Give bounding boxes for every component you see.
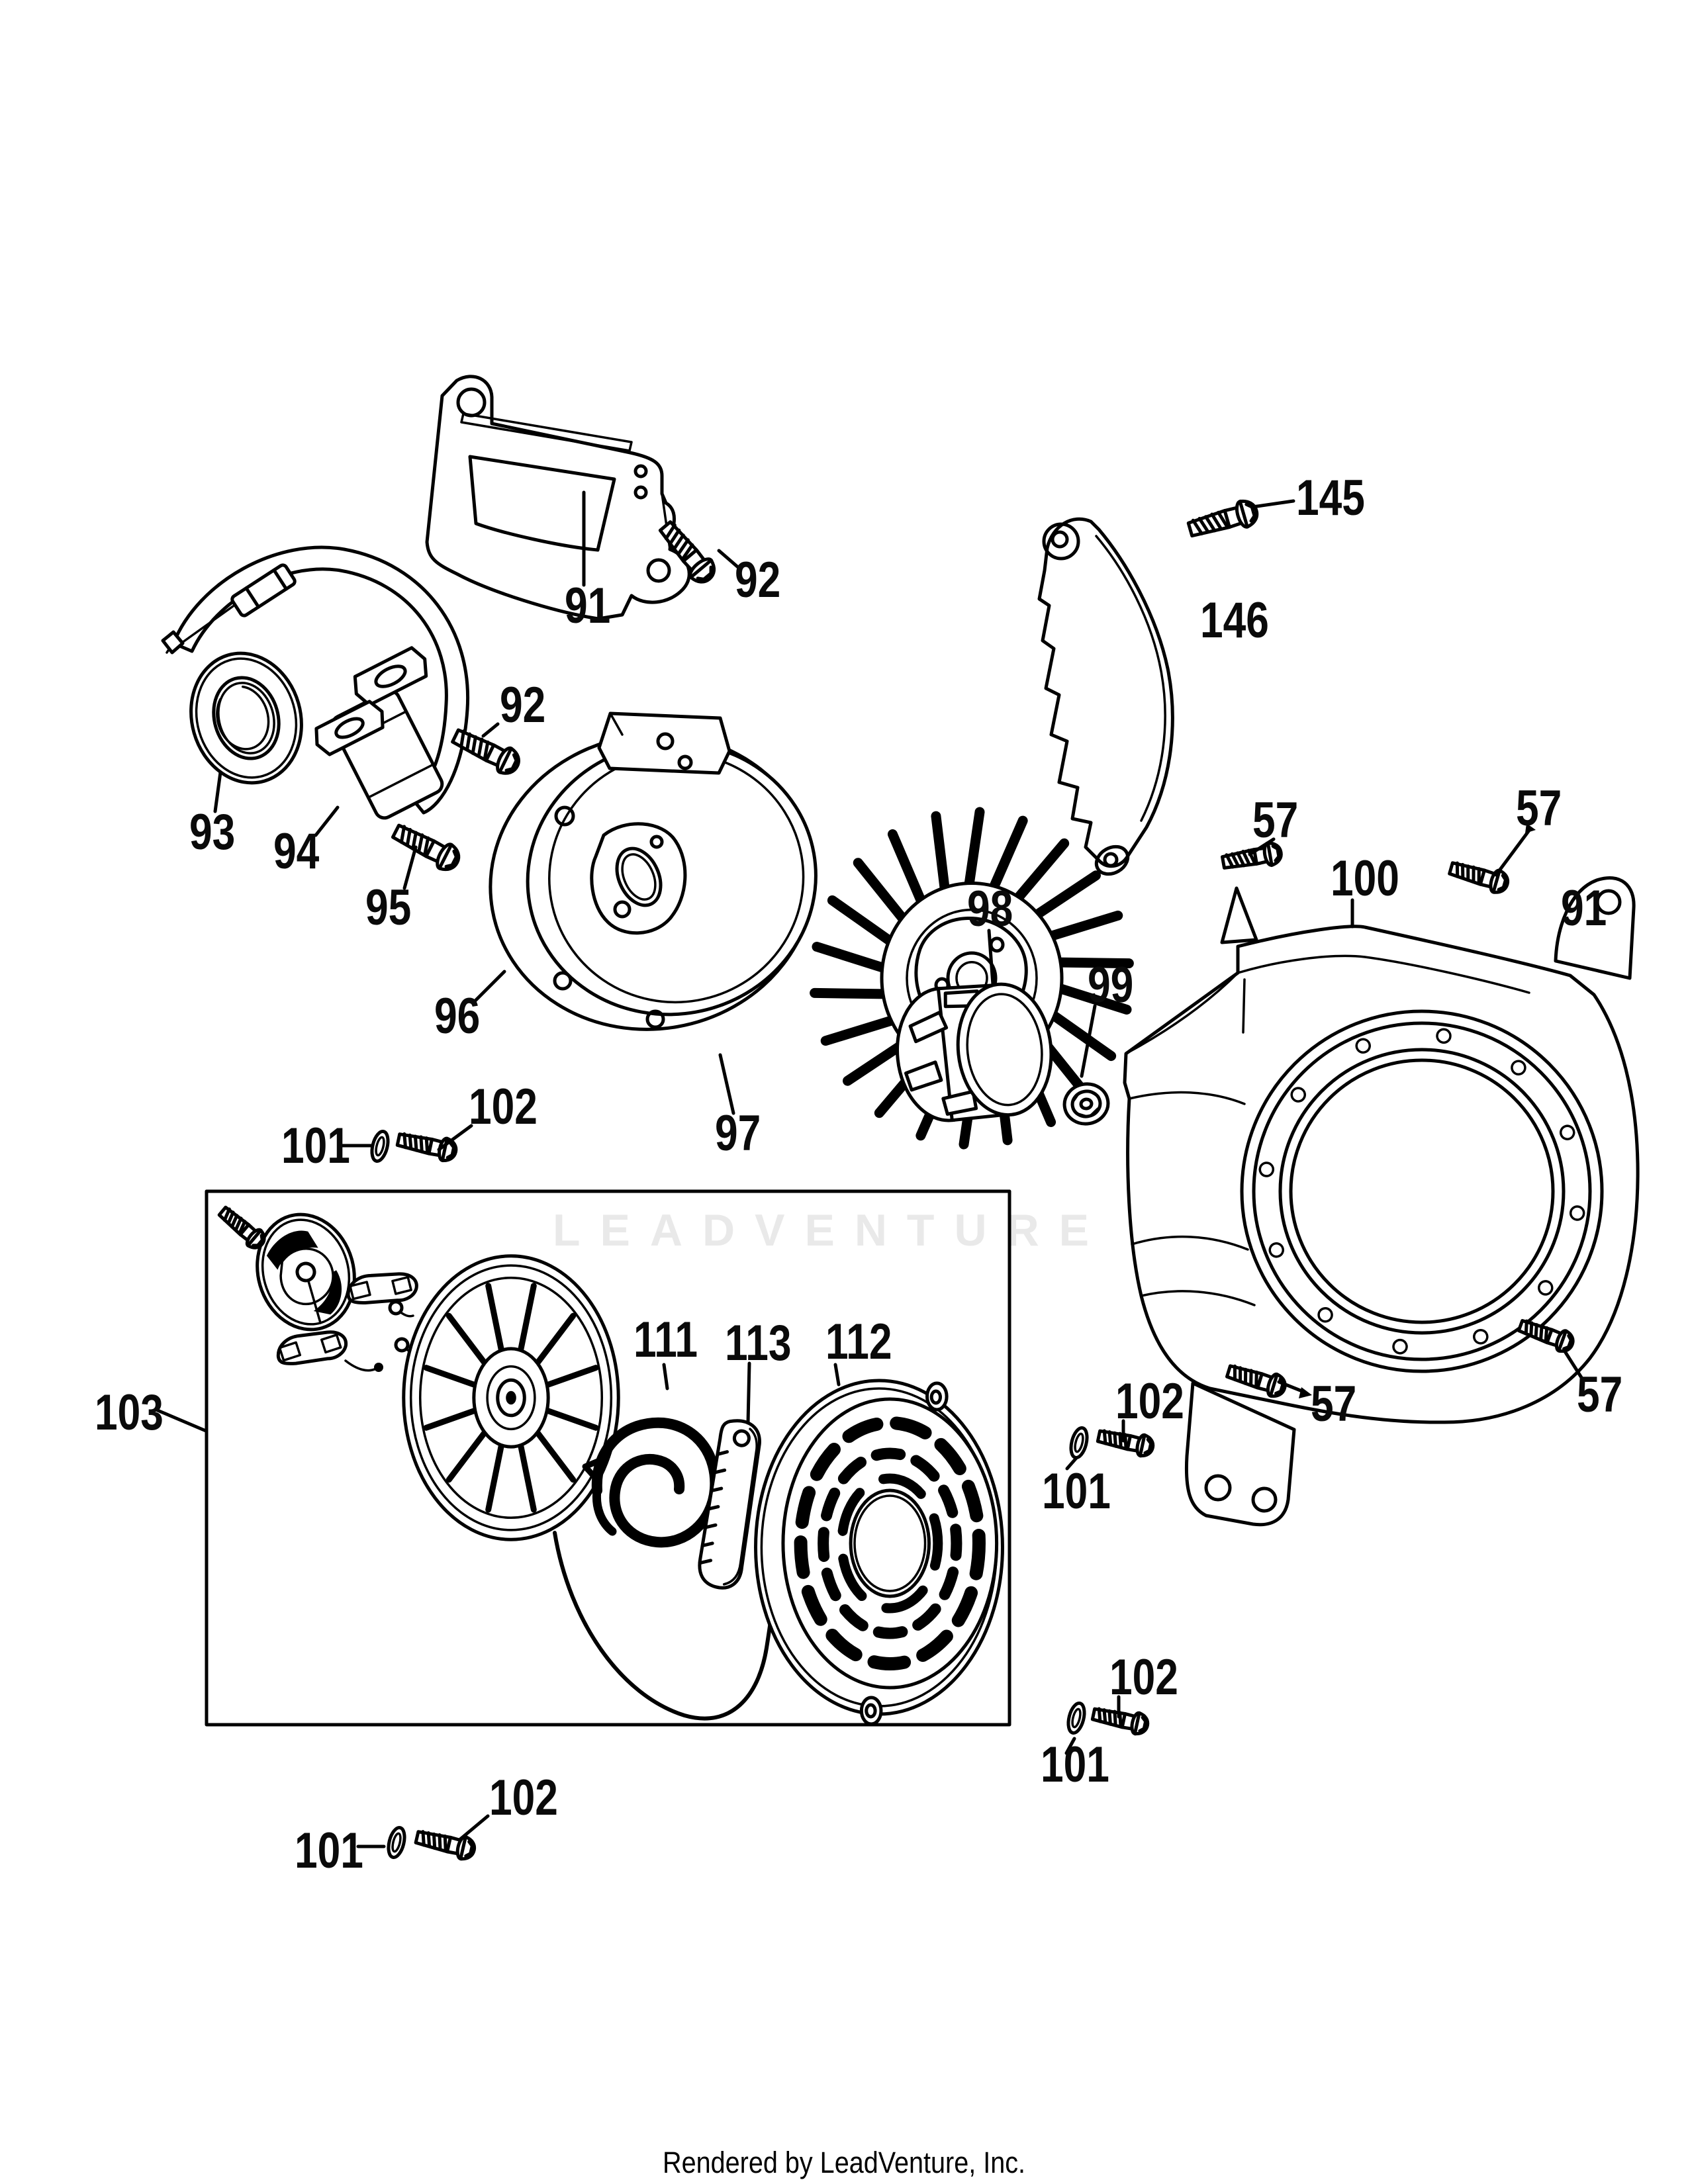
debris-guard-bracket-91 bbox=[427, 377, 689, 619]
recoil-starter-housing-112 bbox=[756, 1381, 1003, 1724]
leader-line-101-bottom-right bbox=[1066, 1739, 1074, 1753]
part-label-99: 99 bbox=[1088, 956, 1133, 1013]
part-label-96: 96 bbox=[434, 987, 480, 1044]
pawl-clip bbox=[346, 1361, 383, 1372]
part-label-98: 98 bbox=[967, 880, 1013, 936]
leader-line-112 bbox=[835, 1365, 839, 1385]
part-label-102-mid: 102 bbox=[1115, 1373, 1184, 1429]
washer-101-top bbox=[369, 1130, 391, 1163]
recoil-ratchet-retainer bbox=[244, 1203, 368, 1342]
leader-line-102-bottom-left bbox=[459, 1816, 488, 1840]
part-label-97: 97 bbox=[715, 1105, 761, 1161]
recoil-spring-111 bbox=[585, 1423, 715, 1543]
washer-101-mid bbox=[1068, 1426, 1090, 1459]
part-label-94: 94 bbox=[273, 823, 320, 879]
part-label-91-right: 91 bbox=[1561, 880, 1607, 936]
rope-pulley bbox=[404, 1256, 618, 1539]
watermark-layer: LEADVENTURE bbox=[553, 1030, 1109, 1255]
leader-line-94 bbox=[316, 807, 338, 835]
leader-line-57-top-left bbox=[1250, 839, 1274, 854]
inset-box-103 bbox=[207, 1191, 1009, 1725]
bolt-145 bbox=[1186, 498, 1260, 542]
leader-line-92-top bbox=[719, 551, 739, 568]
leader-line-113 bbox=[748, 1363, 749, 1423]
part-label-92-top: 92 bbox=[735, 551, 780, 608]
flywheel-brake-assembly-96 bbox=[467, 709, 839, 1055]
part-label-95: 95 bbox=[365, 879, 411, 935]
leader-line-93 bbox=[215, 772, 220, 811]
part-label-101-mid: 101 bbox=[1042, 1463, 1111, 1519]
leader-line-57-right bbox=[1565, 1351, 1582, 1379]
starter-rope bbox=[555, 1533, 784, 1719]
part-label-102-bottom-right: 102 bbox=[1109, 1649, 1178, 1705]
leader-lines bbox=[158, 492, 1582, 1846]
leader-line-98 bbox=[989, 931, 993, 985]
part-label-91-top: 91 bbox=[565, 577, 610, 633]
ignition-coil-94 bbox=[163, 547, 468, 821]
part-label-57-mid: 57 bbox=[1311, 1375, 1356, 1432]
leader-line-103 bbox=[158, 1410, 206, 1431]
leader-line-95 bbox=[404, 847, 416, 888]
leader-line-111 bbox=[664, 1365, 667, 1388]
bolt-95 bbox=[390, 819, 463, 874]
part-label-145: 145 bbox=[1296, 469, 1365, 525]
part-label-93: 93 bbox=[189, 803, 235, 860]
part-label-103: 103 bbox=[95, 1384, 164, 1440]
washer-101-bottom-right bbox=[1066, 1702, 1087, 1735]
washer-101-bottom-left bbox=[386, 1826, 407, 1859]
blower-housing-100 bbox=[1125, 878, 1638, 1524]
bolt-102-top bbox=[396, 1128, 458, 1163]
oil-seal-93 bbox=[176, 640, 316, 796]
part-label-101-top: 101 bbox=[281, 1117, 350, 1173]
part-label-100: 100 bbox=[1331, 850, 1399, 906]
leader-line-57-mid bbox=[1279, 1382, 1305, 1392]
bolt-102-bottom-right bbox=[1092, 1704, 1150, 1736]
part-label-146: 146 bbox=[1200, 592, 1269, 648]
part-label-113: 113 bbox=[725, 1314, 792, 1371]
part-label-57-right: 57 bbox=[1577, 1366, 1622, 1422]
leader-line-96 bbox=[475, 972, 504, 1001]
part-label-111: 111 bbox=[633, 1311, 698, 1367]
part-label-57-top-right: 57 bbox=[1516, 780, 1562, 836]
recoil-screw bbox=[214, 1202, 270, 1253]
flange-nut-99 bbox=[1061, 1081, 1111, 1128]
leader-line-99 bbox=[1082, 1006, 1095, 1076]
leader-line-101-mid bbox=[1067, 1458, 1076, 1469]
part-label-102-top: 102 bbox=[469, 1078, 538, 1134]
footer-credit: Rendered by LeadVenture, Inc. bbox=[663, 2146, 1025, 2179]
air-baffle-146 bbox=[1039, 519, 1172, 880]
part-label-112: 112 bbox=[825, 1313, 892, 1369]
part-label-101-bottom-left: 101 bbox=[295, 1822, 363, 1878]
bolt-102-mid bbox=[1097, 1426, 1155, 1458]
pawl-spring-a bbox=[390, 1302, 413, 1316]
part-label-101-bottom-right: 101 bbox=[1041, 1736, 1109, 1792]
leader-line-97 bbox=[720, 1055, 733, 1113]
leader-line-102-top bbox=[439, 1126, 471, 1150]
leader-line-145 bbox=[1252, 501, 1293, 507]
leadventure-v-logo bbox=[800, 1030, 872, 1194]
starter-cup-98 bbox=[891, 978, 1058, 1126]
leader-line-57-top-right bbox=[1496, 829, 1530, 875]
part-label-92-left: 92 bbox=[500, 676, 545, 733]
leadventure-text-watermark: LEADVENTURE bbox=[553, 1205, 1109, 1255]
bolt-57-top-right bbox=[1448, 858, 1510, 895]
leader-line-92-left bbox=[483, 724, 498, 736]
part-label-102-bottom-left: 102 bbox=[489, 1769, 558, 1825]
part-label-57-top-left: 57 bbox=[1252, 792, 1298, 848]
starter-handle-113 bbox=[694, 1418, 767, 1590]
